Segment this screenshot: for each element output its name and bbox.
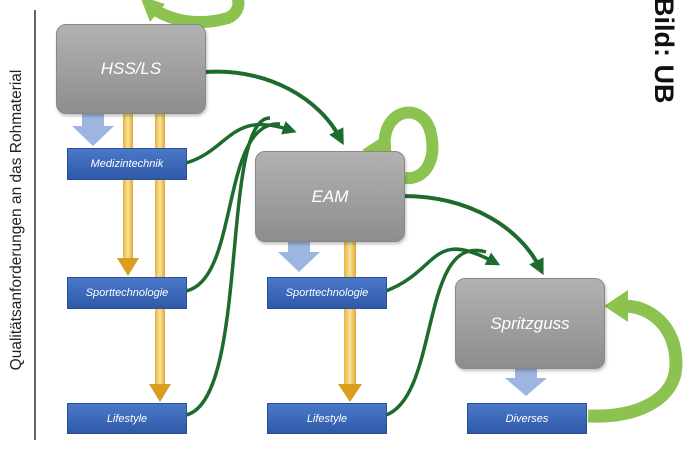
flow-eam-lifestyle-to-spritzguss [385, 248, 487, 417]
image-credit-text: (Bild: UB [649, 0, 679, 104]
recycle-loop-spritzguss [587, 299, 683, 423]
process-spritzguss: Spritzguss [455, 278, 605, 369]
flow-lifestyle-to-eam [185, 116, 271, 417]
recycle-loop-spritzguss-head [604, 290, 628, 322]
flow-eam-sport-to-spritzguss [385, 247, 501, 293]
flow-sporttechnologie-to-eam [185, 122, 281, 293]
quality-bar-eam-lifestyle [338, 240, 362, 402]
process-hss-ls-label: HSS/LS [100, 59, 162, 78]
flow-eam-to-spritzguss [402, 194, 544, 276]
category-diverses: Diverses [467, 403, 587, 434]
category-lifestyle-eam-label: Lifestyle [306, 412, 348, 425]
quality-bar-medizin-sport [117, 112, 139, 276]
category-medizintechnik-label: Medizintechnik [90, 158, 164, 170]
process-hss-ls: HSS/LS [56, 24, 206, 114]
category-sporttechnologie-hss: Sporttechnologie [67, 277, 187, 309]
category-lifestyle-hss-label: Lifestyle [106, 412, 148, 425]
recycle-loop-eam [378, 106, 439, 185]
process-spritzguss-label: Spritzguss [490, 313, 570, 333]
category-medizintechnik: Medizintechnik [67, 148, 187, 180]
recycle-loop-hss [146, 0, 245, 28]
output-arrow-spritzguss [505, 367, 547, 396]
image-credit: (Bild: UB [640, 0, 690, 140]
output-arrow-eam [278, 240, 320, 272]
recycle-loop-hss-head [141, 0, 165, 22]
category-diverses-label: Diverses [505, 412, 549, 425]
category-sporttechnologie-eam: Sporttechnologie [267, 277, 387, 309]
quality-bar-lifestyle [149, 112, 171, 402]
category-sporttechnologie-eam-label: Sporttechnologie [285, 287, 369, 299]
process-eam: EAM [255, 151, 405, 242]
category-lifestyle-eam: Lifestyle [267, 403, 387, 434]
process-eam-label: EAM [311, 186, 349, 206]
category-lifestyle-hss: Lifestyle [67, 403, 187, 434]
axis-label: Qualitätsanforderungen an das Rohmateria… [5, 40, 29, 400]
output-arrow-hss [72, 112, 114, 146]
flow-hss-to-eam [204, 69, 344, 146]
category-sporttechnologie-hss-label: Sporttechnologie [85, 287, 169, 299]
axis-label-text: Qualitätsanforderungen an das Rohmateria… [8, 69, 25, 371]
